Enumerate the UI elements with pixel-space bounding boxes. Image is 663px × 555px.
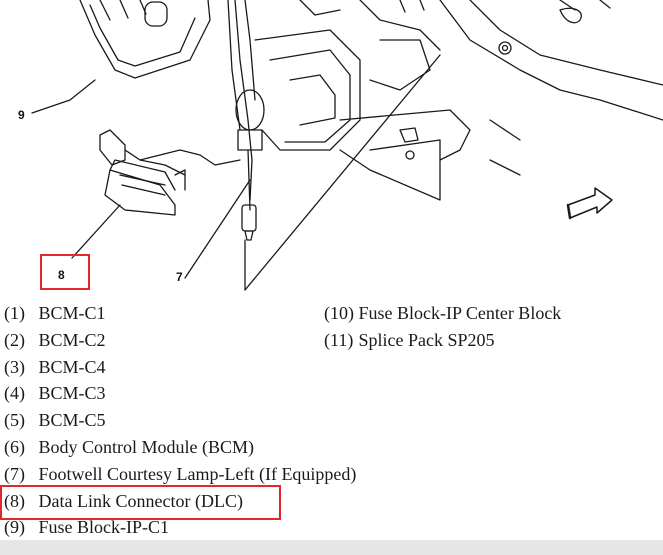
data-link-connector — [104, 169, 176, 216]
legend-item-10: (10) Fuse Block-IP Center Block — [324, 303, 562, 323]
legend-item-8: (8) Data Link Connector (DLC) — [4, 490, 243, 511]
legend-item-9: (9) Fuse Block-IP-C1 — [4, 517, 169, 538]
legend-item-11: (11) Splice Pack SP205 — [324, 329, 495, 350]
callout-9: 9 — [18, 108, 25, 122]
callout-8: 8 — [58, 268, 65, 282]
legend-item-6: (6) Body Control Module (BCM) — [4, 436, 255, 457]
direction-arrow — [567, 187, 613, 219]
harness-main — [234, 0, 253, 201]
body-control-module — [254, 29, 361, 151]
legend-item-5: (5) BCM-C5 — [4, 410, 106, 431]
fuse-block-outline — [79, 0, 211, 79]
legend-item-4: (4) BCM-C3 — [4, 383, 106, 404]
legend-item-8-highlight — [0, 485, 281, 520]
mounting-bracket — [339, 109, 471, 201]
legend-item-1: (1) BCM-C1 — [4, 303, 106, 323]
legend-item-3: (3) BCM-C4 — [4, 356, 106, 377]
legend-item-2: (2) BCM-C2 — [4, 329, 106, 350]
legend-left-column: (1) BCM-C1 (2) BCM-C2 (3) BCM-C4 (4) BCM… — [4, 300, 356, 541]
wiring-diagram — [31, 0, 663, 291]
bottom-scroll-strip — [0, 540, 663, 555]
callout-7: 7 — [176, 270, 183, 284]
legend-item-7: (7) Footwell Courtesy Lamp-Left (If Equi… — [4, 463, 357, 484]
legend-right-column: (10) Fuse Block-IP Center Block (11) Spl… — [324, 300, 561, 354]
callout-8-highlight — [40, 254, 90, 290]
